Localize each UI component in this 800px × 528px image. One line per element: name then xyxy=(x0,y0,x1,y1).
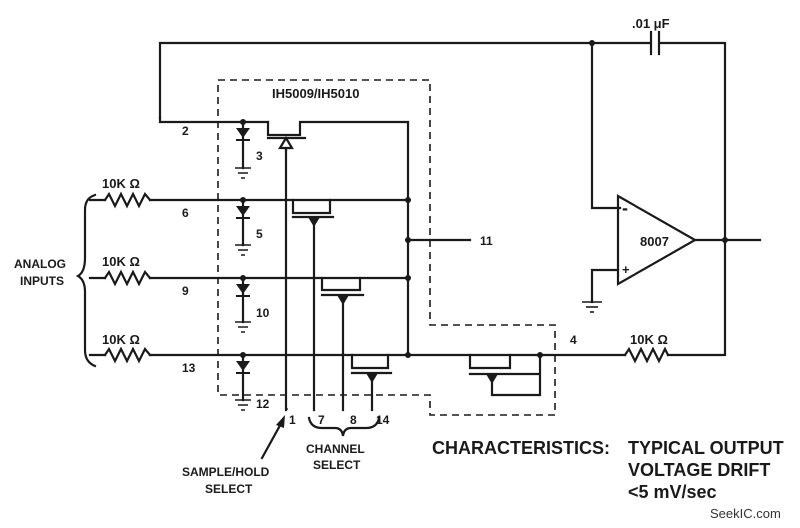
switch1-gate xyxy=(266,135,307,152)
resistor-2 xyxy=(103,269,152,287)
resistor-label-out: 10K Ω xyxy=(630,332,668,347)
pin-3: 3 xyxy=(256,149,263,163)
diode-grounds xyxy=(235,167,251,411)
resistor-label-2: 10K Ω xyxy=(102,254,140,269)
characteristics-line2: VOLTAGE DRIFT xyxy=(628,460,770,480)
pin-10: 10 xyxy=(256,306,270,320)
pin-14: 14 xyxy=(376,413,390,427)
characteristics-line1: TYPICAL OUTPUT xyxy=(628,438,784,458)
capacitor-value: .01 μF xyxy=(632,16,670,31)
pin-12: 12 xyxy=(256,397,270,411)
analog-label-2: INPUTS xyxy=(20,274,64,288)
pin-1: 1 xyxy=(289,413,296,427)
sample-hold-label-1: SAMPLE/HOLD xyxy=(182,465,270,479)
ground-symbol xyxy=(582,301,602,313)
pin-2: 2 xyxy=(182,124,189,138)
ic-package-outline xyxy=(217,79,556,416)
channel-select-brace xyxy=(307,416,381,437)
pin-4: 4 xyxy=(570,333,577,347)
analog-label-1: ANALOG xyxy=(14,257,66,271)
sample-hold-arrow xyxy=(260,418,285,460)
opamp-plus-wire xyxy=(590,268,620,304)
output-switch xyxy=(468,353,542,397)
feedback-wire xyxy=(158,41,727,242)
resistor-1 xyxy=(103,191,152,209)
pin-5: 5 xyxy=(256,227,263,241)
channel-label-1: CHANNEL xyxy=(306,442,365,456)
opamp-name: 8007 xyxy=(640,234,669,249)
pin-13: 13 xyxy=(182,361,196,375)
switch2 xyxy=(291,198,335,412)
diode-symbols xyxy=(236,128,250,374)
characteristics-line3: <5 mV/sec xyxy=(628,482,717,502)
output-resistor xyxy=(623,346,670,364)
chip-name: IH5009/IH5010 xyxy=(272,86,359,101)
analog-inputs-brace xyxy=(75,193,97,368)
pin-8: 8 xyxy=(350,413,357,427)
pin-9: 9 xyxy=(182,284,189,298)
cap-to-minus-wire xyxy=(590,41,622,210)
pin-6: 6 xyxy=(182,206,189,220)
resistor-label-3: 10K Ω xyxy=(102,332,140,347)
pin-11: 11 xyxy=(480,234,493,248)
switch4 xyxy=(350,353,393,412)
characteristics-heading: CHARACTERISTICS: xyxy=(432,438,610,458)
pin-7: 7 xyxy=(318,413,325,427)
opamp-plus: + xyxy=(622,262,630,277)
resistor-3 xyxy=(103,346,152,364)
opamp-triangle xyxy=(616,194,698,286)
resistor-label-1: 10K Ω xyxy=(102,176,140,191)
switch1-drain xyxy=(266,120,410,357)
sample-hold-label-2: SELECT xyxy=(205,482,253,496)
output-feedback-wire xyxy=(538,238,727,357)
pin2-wire xyxy=(158,116,270,124)
channel-label-2: SELECT xyxy=(313,458,361,472)
opamp-minus: - xyxy=(622,198,628,218)
watermark: SeekIC.com xyxy=(710,506,781,521)
pin-dot: . xyxy=(285,398,289,413)
